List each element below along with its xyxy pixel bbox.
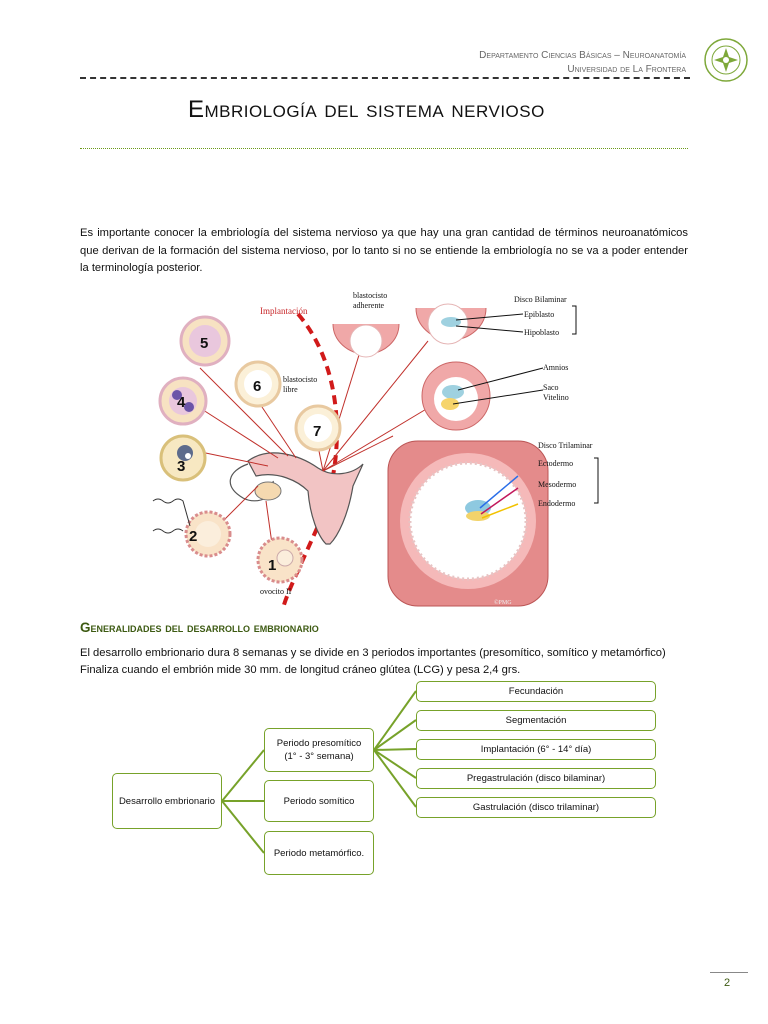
- section-heading: Generalidades del desarrollo embrionario: [80, 620, 319, 635]
- title-divider: [80, 148, 688, 149]
- stage-cell-4: [158, 376, 208, 426]
- stage-cell-1: [256, 536, 304, 584]
- label-disco-trilaminar: Disco Trilaminar: [538, 441, 593, 450]
- page-number: 2: [724, 977, 731, 989]
- tree-root-box: Desarrollo embrionario: [112, 773, 222, 829]
- stage-cell-2: [184, 510, 232, 558]
- label-saco-1: Saco: [543, 383, 559, 392]
- label-blastocisto-adherente-1: blastocisto: [353, 291, 387, 300]
- label-mesodermo: Mesodermo: [538, 480, 576, 489]
- stage-cell-6: [234, 360, 282, 408]
- stage-cell-3: [159, 434, 207, 482]
- header-divider: [80, 77, 690, 79]
- ovary-shape: [254, 481, 282, 501]
- period-somitico-box: Periodo somítico: [264, 780, 374, 822]
- sperm-icon: [152, 498, 191, 527]
- header-department: Departamento Ciencias Básicas – Neuroana…: [479, 50, 686, 61]
- embryology-figure: 5 4 3 6 7 2 1 Implantación blastocisto a…: [152, 291, 599, 608]
- event-gastrulacion: Gastrulación (disco trilaminar): [416, 797, 656, 818]
- event-pregastrulacion: Pregastrulación (disco bilaminar): [416, 768, 656, 789]
- embryo-adherente: [332, 323, 400, 358]
- embryo-trilaminar: [387, 440, 549, 607]
- label-blastocisto-libre-1: blastocisto: [283, 375, 317, 384]
- stage-number-1: 1: [268, 557, 276, 574]
- label-amnios: Amnios: [543, 363, 568, 372]
- stage-number-3: 3: [177, 458, 185, 475]
- section-line-2: Finaliza cuando el embrión mide 30 mm. d…: [80, 664, 521, 676]
- label-ectodermo: Ectodermo: [538, 459, 573, 468]
- label-hipoblasto: Hipoblasto: [524, 328, 559, 337]
- section-line-1: El desarrollo embrionario dura 8 semanas…: [80, 647, 666, 659]
- stage-number-4: 4: [177, 394, 186, 411]
- period-presomitico-weeks: (1° - 3° semana): [284, 751, 354, 762]
- event-segmentacion: Segmentación: [416, 710, 656, 731]
- stage-cell-7: [294, 404, 342, 452]
- label-disco-bilaminar: Disco Bilaminar: [514, 295, 567, 304]
- stage-cell-5: [179, 315, 231, 367]
- stage-number-7: 7: [313, 423, 321, 440]
- label-blastocisto-libre-2: libre: [283, 385, 298, 394]
- label-blastocisto-adherente-2: adherente: [353, 301, 385, 310]
- event-implantacion: Implantación (6° - 14° día): [416, 739, 656, 760]
- footer-divider: [710, 972, 748, 973]
- label-implantacion: Implantación: [260, 306, 308, 316]
- label-endodermo: Endodermo: [538, 499, 575, 508]
- mesodermo-pointer: [480, 487, 519, 515]
- header-university: Universidad de La Frontera: [567, 64, 686, 75]
- figure-signature: ©PMG: [494, 599, 512, 606]
- label-ovocito: ovocito II: [260, 587, 292, 596]
- stage-numbers: 5 4 3 6 7 2 1: [177, 335, 321, 574]
- stage-number-2: 2: [189, 528, 197, 545]
- uterus-shape: [247, 452, 364, 545]
- ectodermo-pointer: [479, 475, 519, 509]
- stage-number-6: 6: [253, 378, 261, 395]
- embryo-bilaminar: [415, 303, 487, 345]
- intro-paragraph: Es importante conocer la embriología del…: [80, 227, 688, 274]
- section-paragraph: El desarrollo embrionario dura 8 semanas…: [80, 645, 700, 679]
- university-logo: [704, 38, 748, 82]
- implantation-curve: [281, 312, 339, 608]
- period-presomitico-box: Periodo presomítico (1° - 3° semana): [264, 728, 374, 772]
- event-fecundacion: Fecundación: [416, 681, 656, 702]
- period-metamorfico-box: Periodo metamórfico.: [264, 831, 374, 875]
- label-saco-2: Vitelino: [543, 393, 569, 402]
- endodermo-pointer: [481, 503, 519, 519]
- label-epiblasto: Epiblasto: [524, 310, 554, 319]
- period-presomitico-label: Periodo presomítico: [276, 738, 362, 749]
- embryo-amnios: [421, 361, 491, 431]
- page-title: Embriología del sistema nervioso: [188, 96, 545, 123]
- stage-number-5: 5: [200, 335, 208, 352]
